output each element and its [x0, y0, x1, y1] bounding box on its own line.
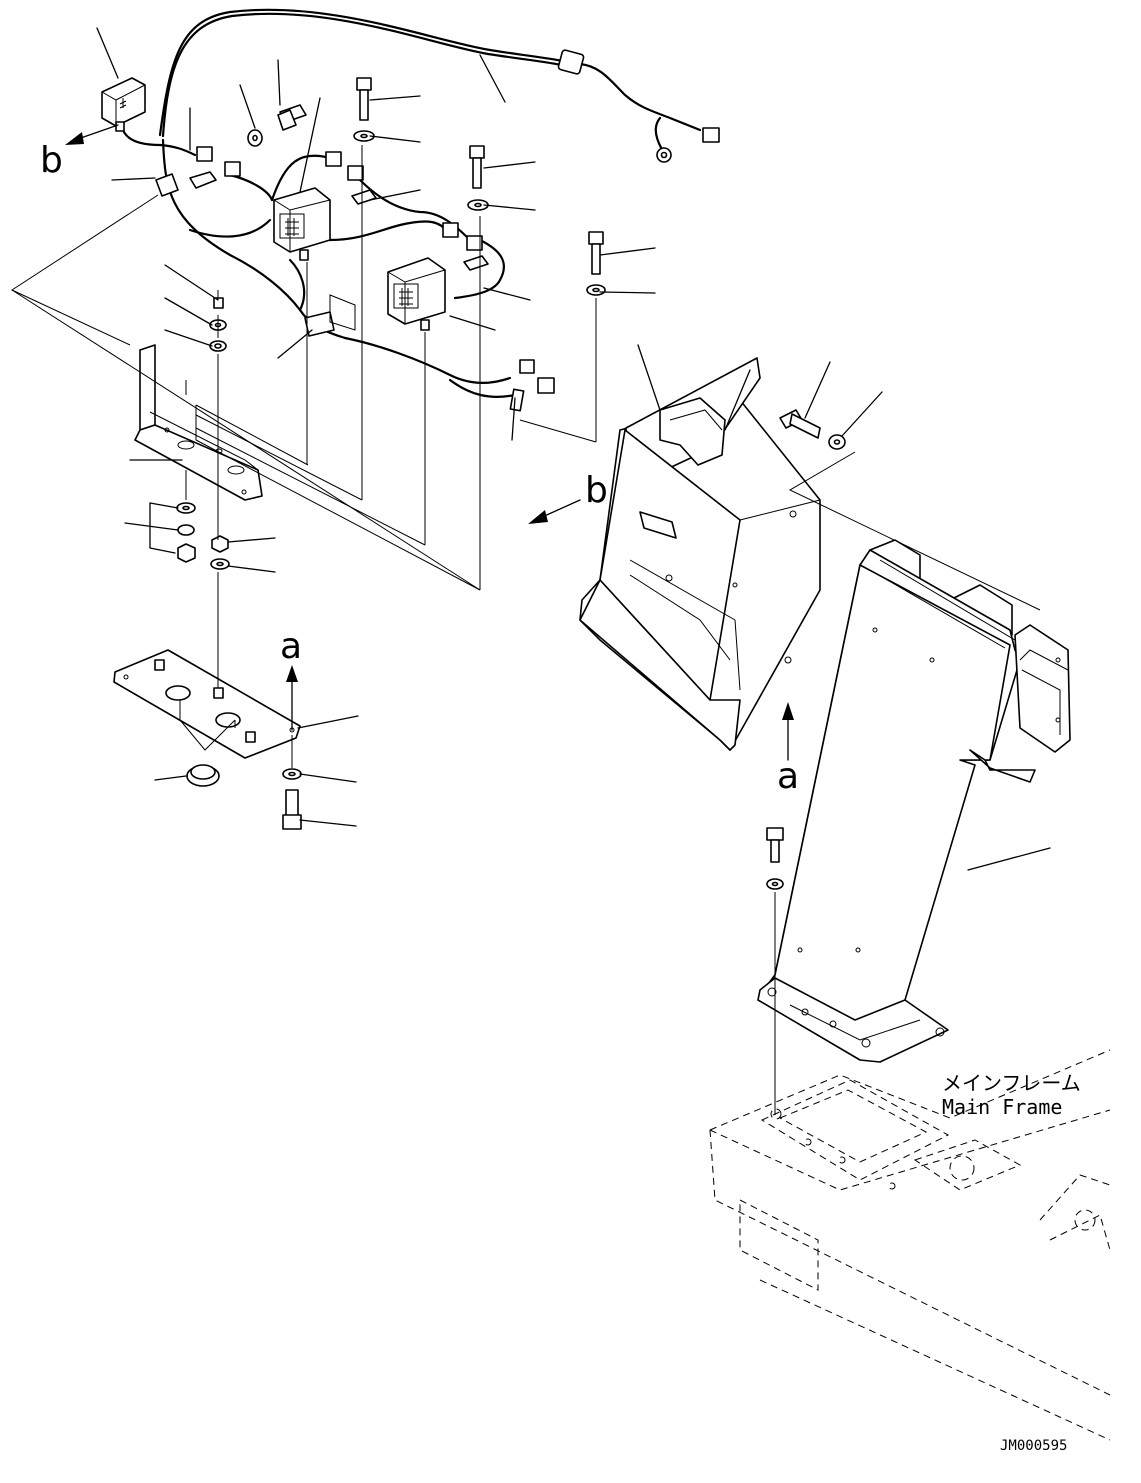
view-marker-b-right: b: [528, 470, 608, 524]
work-lamp-upper: [273, 187, 331, 261]
stand-fasteners: [766, 827, 784, 1115]
harness-connectors: [196, 127, 720, 412]
main-frame-outline: [709, 1049, 1111, 1441]
view-marker-a-left: a: [280, 626, 302, 731]
lamp-support-stand: [757, 539, 1071, 1063]
main-frame-label-japanese: メインフレーム: [942, 1071, 1081, 1095]
housing-fasteners: [779, 361, 1041, 611]
leader-lines: [96, 27, 656, 827]
drawing-number: JM000595: [1000, 1438, 1067, 1454]
main-frame-label-english: Main Frame: [942, 1095, 1062, 1119]
relay-unit: [101, 77, 146, 132]
left-small-hardware: [176, 297, 230, 570]
view-label-b-right: b: [585, 470, 608, 511]
harness-grommet: [557, 49, 585, 75]
view-marker-b-left: b: [40, 124, 119, 181]
upper-fasteners: [247, 77, 606, 296]
assembly-guide-lines: [10, 145, 597, 768]
work-lamp-lower: [387, 257, 446, 331]
wire-harness: [118, 8, 702, 398]
view-marker-a-right: a: [777, 702, 799, 797]
view-label-a-right: a: [777, 756, 799, 797]
lamp-bracket: [134, 344, 263, 501]
harness-clamps: [155, 171, 489, 337]
base-plate: [113, 649, 301, 759]
view-label-a-left: a: [280, 626, 302, 667]
view-label-b-left: b: [40, 140, 63, 181]
lamp-housing: [579, 344, 821, 751]
plate-fasteners: [282, 768, 302, 830]
main-frame-label: メインフレーム Main Frame: [942, 1071, 1081, 1119]
rubber-grommet: [186, 764, 220, 787]
